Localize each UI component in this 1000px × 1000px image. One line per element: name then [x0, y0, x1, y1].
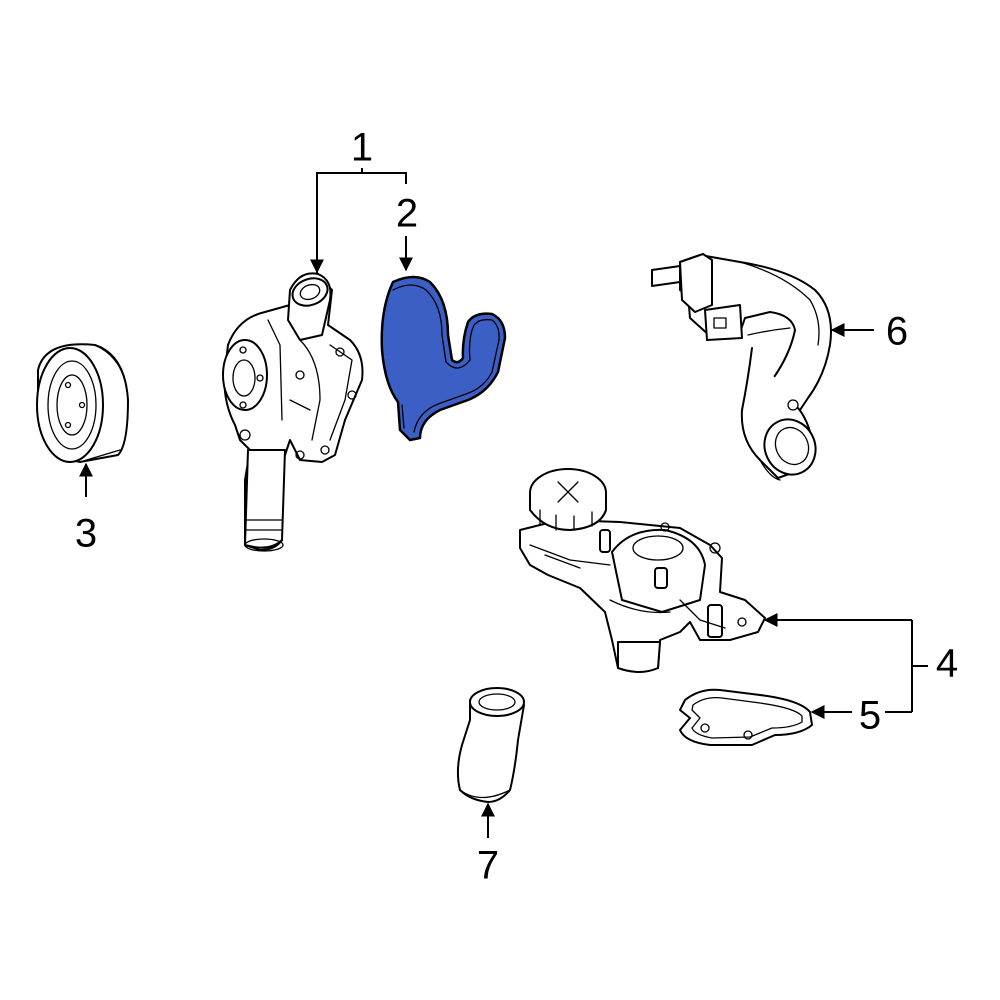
- callout-labels: 1 2 3 4 5 6 7: [75, 126, 958, 888]
- callout-5: 5: [859, 694, 881, 738]
- callout-3: 3: [75, 512, 97, 556]
- callout-4: 4: [936, 642, 958, 686]
- callout-1: 1: [351, 126, 373, 170]
- leader-lines: [79, 168, 928, 838]
- coolant-hose-upper-icon[interactable]: [651, 253, 832, 483]
- callout-7: 7: [477, 844, 499, 888]
- water-pump-pulley-icon[interactable]: [36, 343, 129, 463]
- coolant-hose-lower-icon[interactable]: [456, 687, 525, 803]
- water-pump-assembly-icon[interactable]: [222, 272, 364, 552]
- thermostat-housing-icon[interactable]: [519, 468, 766, 673]
- water-pump-gasket-icon[interactable]: [380, 275, 507, 442]
- callout-2: 2: [396, 192, 418, 236]
- thermostat-housing-gasket-icon[interactable]: [679, 688, 813, 746]
- callout-6: 6: [886, 310, 908, 354]
